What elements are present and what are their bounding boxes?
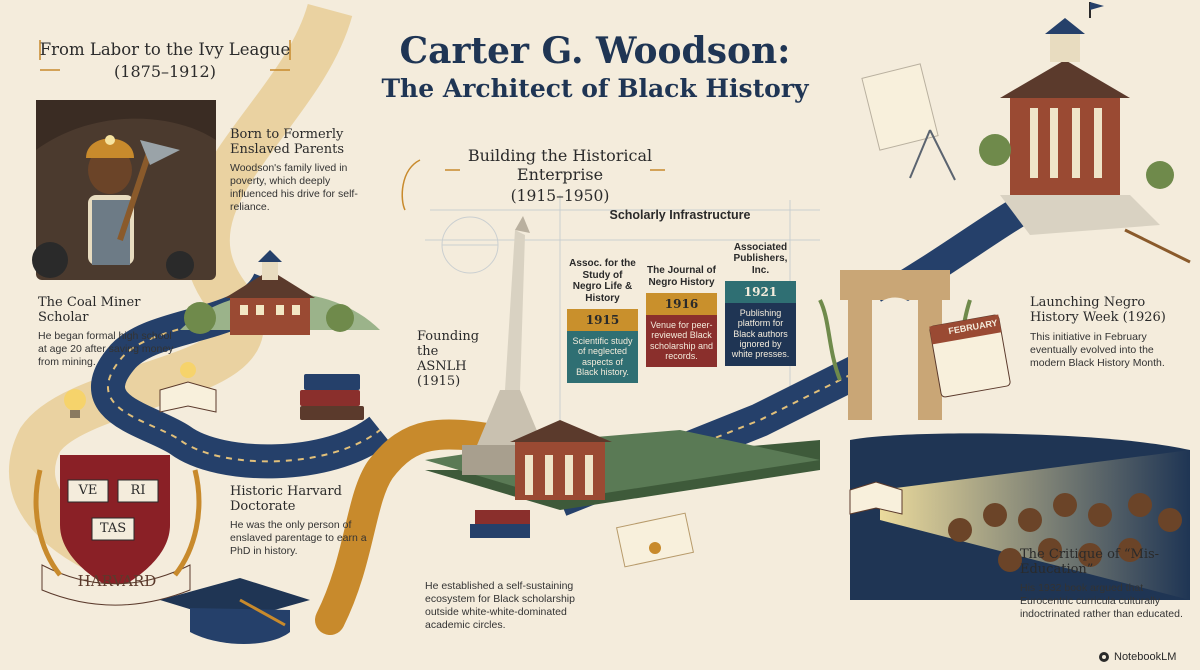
infrastructure-title: Scholarly Infrastructure [609, 208, 751, 222]
section-era-1: From Labor to the Ivy League (1875–1912) [30, 40, 300, 81]
blueprint-lines [425, 195, 820, 420]
harvard-heading: Historic Harvard Doctorate [230, 484, 342, 514]
harvard-body: He was the only person of enslaved paren… [230, 518, 367, 558]
mis-education-callout: The Critique of “Mis-Education” His 1932… [1020, 547, 1190, 621]
card-asnlh-title: Assoc. for the Study of Negro Life & His… [569, 258, 636, 304]
section-era-1-years: (1875–1912) [114, 62, 216, 81]
audience-illustration [849, 433, 1190, 600]
mis-education-body: His 1932 book argued that Eurocentric cu… [1020, 581, 1183, 621]
notebooklm-label: NotebookLM [1114, 651, 1177, 663]
miner-illustration [32, 100, 216, 280]
history-week-heading: Launching Negro History Week (1926) [1030, 295, 1166, 325]
books-stack [159, 374, 364, 420]
mis-education-heading: The Critique of “Mis-Education” [1020, 547, 1160, 577]
notebooklm-badge: NotebookLM [1098, 651, 1176, 663]
infrastructure-card-asnlh: Assoc. for the Study of Negro Life & His… [567, 246, 638, 384]
card-asnlh-body: Scientific study of neglected aspects of… [567, 331, 638, 384]
graduation-cap [160, 578, 310, 644]
asnlh-callout: Founding the ASNLH (1915) [417, 329, 492, 390]
shield-ri: RI [130, 483, 146, 498]
born-heading: Born to Formerly Enslaved Parents [230, 127, 345, 157]
history-week-body: This initiative in February eventually e… [1030, 330, 1165, 370]
infrastructure-card-journal: The Journal of Negro History 1916 Venue … [646, 246, 717, 368]
coal-miner-callout: The Coal Miner Scholar He began formal h… [38, 295, 178, 369]
schoolhouse-illustration [180, 250, 380, 335]
born-callout: Born to Formerly Enslaved Parents Woodso… [230, 127, 380, 214]
main-title-line1: Carter G. Woodson: [399, 30, 791, 72]
born-body: Woodson's family lived in poverty, which… [230, 161, 358, 214]
section-era-1-title: From Labor to the Ivy League [39, 40, 291, 59]
card-journal-year: 1916 [646, 293, 717, 315]
harvard-callout: Historic Harvard Doctorate He was the on… [230, 484, 380, 558]
shield-ve: VE [78, 483, 98, 498]
notebooklm-icon [1099, 652, 1109, 662]
asnlh-body: He established a self-sustaining ecosyst… [425, 580, 575, 632]
coal-miner-body: He began formal high school at age 20 af… [38, 329, 174, 369]
calendar-icon [929, 314, 1011, 398]
card-asnlh-year: 1915 [567, 309, 638, 331]
arch-monument [818, 270, 972, 420]
card-publishers-body: Publishing platform for Black authors ig… [725, 303, 796, 366]
card-publishers-title: Associated Publishers, Inc. [733, 241, 788, 276]
section-era-2-years: (1915–1950) [510, 187, 610, 205]
section-brackets [39, 40, 665, 211]
asnlh-building [470, 420, 694, 568]
history-week-callout: Launching Negro History Week (1926) This… [1030, 295, 1190, 370]
capitol-building [861, 2, 1191, 264]
main-title-line2: The Architect of Black History [381, 74, 809, 103]
card-publishers-year: 1921 [725, 281, 796, 303]
card-journal-body: Venue for peer-reviewed Black scholarshi… [646, 315, 717, 368]
shield-banner: HARVARD [77, 572, 157, 590]
lightbulb-icons [64, 362, 196, 418]
main-title: Carter G. Woodson: The Architect of Blac… [300, 30, 890, 103]
harvard-shield [33, 455, 202, 606]
card-journal-title: The Journal of Negro History [647, 265, 716, 288]
infrastructure-card-publishers: Associated Publishers, Inc. 1921 Publish… [725, 236, 796, 366]
coal-miner-heading: The Coal Miner Scholar [38, 295, 141, 325]
shield-tas: TAS [99, 521, 127, 536]
asnlh-heading: Founding the ASNLH (1915) [417, 329, 480, 389]
section-era-2-title: Building the Historical Enterprise [467, 146, 653, 184]
section-era-2: Building the Historical Enterprise (1915… [430, 146, 690, 205]
